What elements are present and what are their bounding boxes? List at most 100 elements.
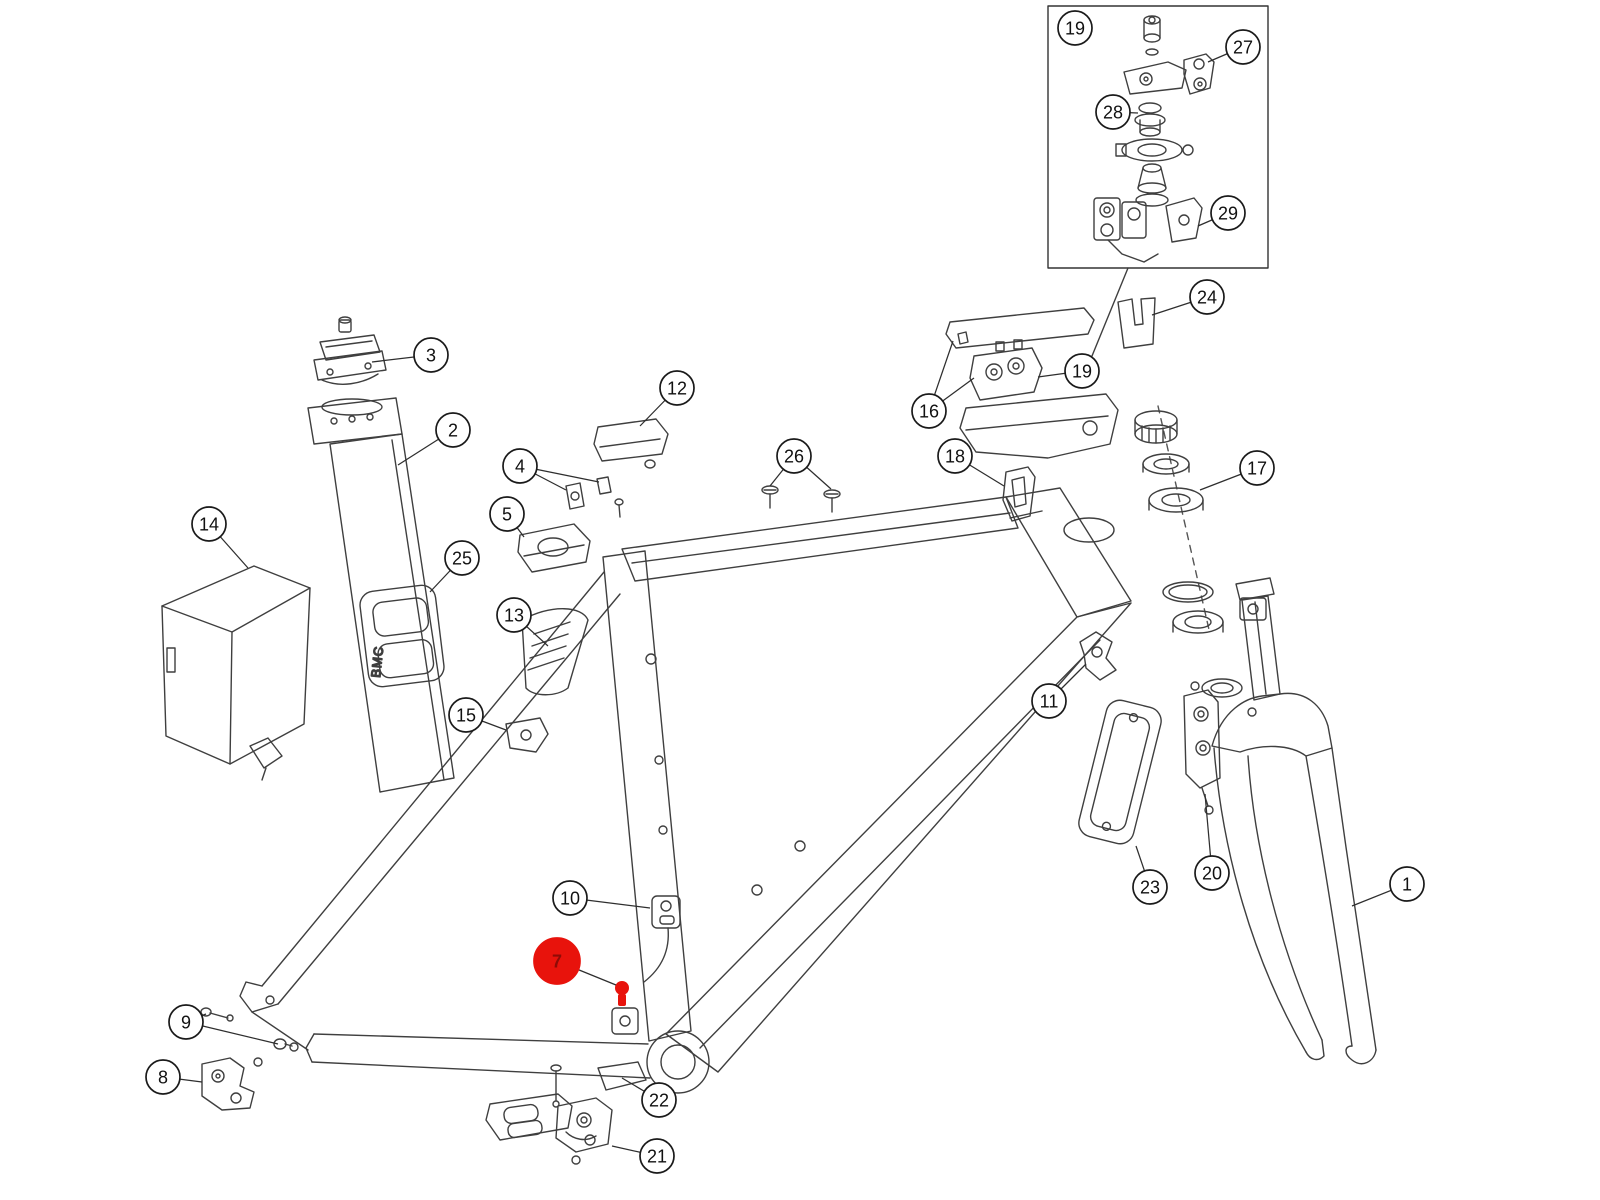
callout-24[interactable]: 24 xyxy=(1189,279,1225,315)
callout-number: 28 xyxy=(1103,102,1123,122)
bmc-logo: BMC xyxy=(368,645,386,678)
callout-19[interactable]: 19 xyxy=(1064,353,1100,389)
callout-10[interactable]: 10 xyxy=(552,880,588,916)
callout-number: 11 xyxy=(1040,691,1059,711)
callout-29[interactable]: 29 xyxy=(1210,195,1246,231)
callout-number: 18 xyxy=(945,446,965,466)
callout-circle[interactable] xyxy=(444,540,480,576)
callout-circle[interactable] xyxy=(489,496,525,532)
callout-26[interactable]: 26 xyxy=(776,438,812,474)
callout-5[interactable]: 5 xyxy=(489,496,525,532)
callout-28[interactable]: 28 xyxy=(1095,94,1131,130)
callout-number: 10 xyxy=(560,888,580,908)
callout-number: 8 xyxy=(158,1067,168,1087)
callout-circle[interactable] xyxy=(168,1004,204,1040)
callout-circle[interactable] xyxy=(1095,94,1131,130)
callout-number: 19 xyxy=(1072,361,1092,381)
callout-circle[interactable] xyxy=(1210,195,1246,231)
callout-circle[interactable] xyxy=(145,1059,181,1095)
part-frame xyxy=(239,487,1132,1094)
callout-circle[interactable] xyxy=(641,1082,677,1118)
callout-13[interactable]: 13 xyxy=(496,597,532,633)
callout-number: 19 xyxy=(1065,18,1085,38)
callout-circle[interactable] xyxy=(1064,353,1100,389)
callout-circle[interactable] xyxy=(776,438,812,474)
callout-number: 16 xyxy=(919,401,939,421)
callout-number: 25 xyxy=(452,548,472,568)
part-highlighted-bolt xyxy=(611,981,639,1035)
callout-8[interactable]: 8 xyxy=(145,1059,181,1095)
callout-12[interactable]: 12 xyxy=(659,370,695,406)
callout-21[interactable]: 21 xyxy=(639,1138,675,1174)
part-battery-box xyxy=(161,565,311,781)
callout-22[interactable]: 22 xyxy=(641,1082,677,1118)
part-tube-clamp xyxy=(643,895,681,983)
callout-7-highlighted[interactable]: 7 xyxy=(533,937,581,985)
callout-number: 5 xyxy=(502,504,512,524)
callout-circle[interactable] xyxy=(1031,683,1067,719)
part-small-clips xyxy=(565,476,624,518)
callout-number: 22 xyxy=(649,1090,669,1110)
line-art-layer: BMC xyxy=(161,5,1377,1165)
callout-number: 17 xyxy=(1247,458,1267,478)
callout-circle[interactable] xyxy=(413,337,449,373)
callout-circle[interactable] xyxy=(435,412,471,448)
callout-number: 27 xyxy=(1233,37,1253,57)
callout-circle[interactable] xyxy=(552,880,588,916)
callout-number: 1 xyxy=(1402,874,1412,894)
callout-27[interactable]: 27 xyxy=(1225,29,1261,65)
callout-number: 7 xyxy=(552,951,562,971)
part-headset-stack xyxy=(1134,405,1243,698)
part-toptube-cover-assembly xyxy=(945,307,1119,522)
callout-circle[interactable] xyxy=(1194,855,1230,891)
callout-circle[interactable] xyxy=(1132,869,1168,905)
callout-number: 15 xyxy=(456,705,476,725)
part-seatpost xyxy=(307,397,455,793)
callout-circle[interactable] xyxy=(1057,10,1093,46)
callout-circle[interactable] xyxy=(937,438,973,474)
callout-number: 4 xyxy=(515,456,525,476)
callout-19[interactable]: 19 xyxy=(1057,10,1093,46)
callout-circle[interactable] xyxy=(448,697,484,733)
callout-17[interactable]: 17 xyxy=(1239,450,1275,486)
callout-3[interactable]: 3 xyxy=(413,337,449,373)
callout-circle[interactable] xyxy=(1239,450,1275,486)
part-bottom-assembly xyxy=(485,1093,613,1165)
callout-20[interactable]: 20 xyxy=(1194,855,1230,891)
callout-18[interactable]: 18 xyxy=(937,438,973,474)
callout-number: 29 xyxy=(1218,203,1238,223)
callout-circle[interactable] xyxy=(502,448,538,484)
callout-1[interactable]: 1 xyxy=(1389,866,1425,902)
callout-9[interactable]: 9 xyxy=(168,1004,204,1040)
part-mount-bracket: BMC xyxy=(359,584,445,688)
callout-circle[interactable] xyxy=(659,370,695,406)
callout-circle[interactable] xyxy=(533,937,581,985)
callout-circle[interactable] xyxy=(1189,279,1225,315)
callout-23[interactable]: 23 xyxy=(1132,869,1168,905)
callout-number: 21 xyxy=(647,1146,667,1166)
callout-number: 2 xyxy=(448,420,458,440)
callout-circle[interactable] xyxy=(911,393,947,429)
detail-box xyxy=(1047,5,1269,269)
part-top-cover xyxy=(593,418,669,469)
callout-number: 20 xyxy=(1202,863,1222,883)
part-ribbed-guard xyxy=(521,608,589,696)
callout-14[interactable]: 14 xyxy=(191,506,227,542)
callout-number: 3 xyxy=(426,345,436,365)
callout-16[interactable]: 16 xyxy=(911,393,947,429)
callout-circle[interactable] xyxy=(496,597,532,633)
callout-circle[interactable] xyxy=(639,1138,675,1174)
callout-circle[interactable] xyxy=(1225,29,1261,65)
callout-11[interactable]: 11 xyxy=(1031,683,1067,719)
part-bb-guide xyxy=(550,1061,647,1108)
callout-15[interactable]: 15 xyxy=(448,697,484,733)
callout-2[interactable]: 2 xyxy=(435,412,471,448)
callout-circle[interactable] xyxy=(1389,866,1425,902)
part-cover-plate xyxy=(1078,699,1162,845)
part-stay-fitting xyxy=(505,717,549,753)
callout-circle[interactable] xyxy=(191,506,227,542)
callout-25[interactable]: 25 xyxy=(444,540,480,576)
callout-4[interactable]: 4 xyxy=(502,448,538,484)
